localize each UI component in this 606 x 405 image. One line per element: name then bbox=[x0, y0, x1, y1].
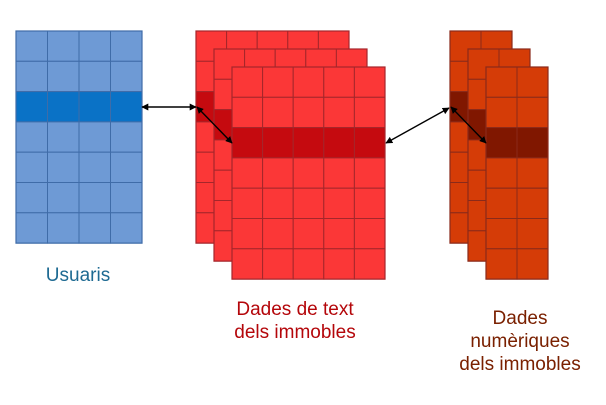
text-data-sheet-3-cell bbox=[323, 96, 355, 129]
text-data-sheet-3-cell bbox=[262, 66, 294, 98]
text-data-sheet-3-cell bbox=[323, 248, 355, 280]
text-data-sheet-3-cell bbox=[323, 187, 355, 219]
numeric-data-sheet-3-cell bbox=[516, 187, 549, 219]
numeric-data-sheet-3-cell bbox=[485, 127, 518, 159]
numeric-data-sheet-3-cell bbox=[516, 127, 549, 159]
text-data-sheet-3-cell bbox=[353, 66, 386, 98]
users-table-cell bbox=[78, 151, 111, 183]
users-table-cell bbox=[78, 91, 111, 123]
numeric-data-sheet-3-cell bbox=[485, 187, 518, 219]
text-data-sheet-3-cell bbox=[231, 157, 264, 189]
text-data-sheet-3-cell bbox=[323, 66, 355, 98]
text-data-sheet-3-cell bbox=[292, 66, 325, 98]
grids-layer bbox=[15, 30, 549, 280]
numeric-data-sheet-3-cell bbox=[516, 248, 549, 280]
numeric-data-sheet-3-cell bbox=[485, 157, 518, 189]
numeric-data-sheet-3-border bbox=[485, 66, 549, 280]
users-table-cell bbox=[47, 60, 80, 93]
users-table-cell bbox=[110, 60, 143, 93]
numeric-data-sheet-3-cell bbox=[485, 248, 518, 280]
users-table-cell bbox=[47, 151, 80, 183]
text-data-sheet-3-cell bbox=[292, 157, 325, 189]
numeric-data-sheet-3-cell bbox=[485, 96, 518, 129]
users-table-cell bbox=[110, 121, 143, 153]
users-table-cell bbox=[47, 182, 80, 214]
arrows-layer bbox=[141, 103, 487, 144]
text-data-sheet-3-cell bbox=[292, 218, 325, 250]
text-data-sheet-3-cell bbox=[323, 157, 355, 189]
users-label: Usuaris bbox=[45, 265, 111, 286]
users-table-cell bbox=[78, 60, 111, 93]
text-data-sheet-3-cell bbox=[353, 218, 386, 250]
users-table-cell bbox=[15, 182, 48, 214]
numeric-data-sheet-3-cell bbox=[516, 66, 549, 98]
text-data-sheet-3-cell bbox=[262, 187, 294, 219]
text-data-sheet-3-cell bbox=[262, 218, 294, 250]
users-table-border bbox=[15, 30, 143, 244]
text-data-sheet-3-cell bbox=[353, 127, 386, 159]
users-table-cell bbox=[78, 121, 111, 153]
users-table-cell bbox=[110, 182, 143, 214]
users-table-cell bbox=[47, 121, 80, 153]
text-data-sheet-3-cell bbox=[353, 157, 386, 189]
text-data-sheet-3-cell bbox=[231, 127, 264, 159]
text-data-sheet-3-cell bbox=[292, 96, 325, 129]
numeric-data-sheet-3 bbox=[485, 66, 549, 280]
numeric-data-sheet-3-cell bbox=[485, 66, 518, 98]
users-table-cell bbox=[78, 212, 111, 244]
text-data-sheet-3-cell bbox=[323, 218, 355, 250]
text-data-sheet-3-cell bbox=[353, 96, 386, 129]
text-data-label: Dades de text dels immobles bbox=[234, 299, 356, 343]
text-data-sheet-3-cell bbox=[231, 248, 264, 280]
users-table-cell bbox=[110, 30, 143, 62]
text-data-sheet-3-cell bbox=[231, 66, 264, 98]
users-table-cell bbox=[15, 212, 48, 244]
text-data-sheet-3-cell bbox=[292, 127, 325, 159]
users-table-cell bbox=[47, 91, 80, 123]
numeric-inner-arrow bbox=[450, 106, 487, 144]
users-table-cell bbox=[78, 30, 111, 62]
users-table bbox=[15, 30, 143, 244]
users-table-cell bbox=[15, 121, 48, 153]
users-table-cell bbox=[110, 91, 143, 123]
numeric-data-sheet-3-cell bbox=[516, 96, 549, 129]
text-data-sheet-3-cell bbox=[231, 187, 264, 219]
numeric-data-label: Dades numèriques dels immobles bbox=[459, 308, 581, 375]
users-table-cell bbox=[78, 182, 111, 214]
users-table-cell bbox=[47, 212, 80, 244]
numeric-data-sheet-3-cell bbox=[516, 157, 549, 189]
text-data-sheet-3-cell bbox=[353, 187, 386, 219]
text-inner-arrow bbox=[196, 106, 233, 144]
text-data-sheet-3-cell bbox=[231, 96, 264, 129]
text-data-sheet-3-cell bbox=[292, 248, 325, 280]
users-table-cell bbox=[110, 212, 143, 244]
users-table-cell bbox=[47, 30, 80, 62]
users-table-cell bbox=[15, 91, 48, 123]
text-data-sheet-3-cell bbox=[353, 248, 386, 280]
users-table-cell bbox=[15, 60, 48, 93]
text-data-sheet-3-cell bbox=[323, 127, 355, 159]
text-data-sheet-3-cell bbox=[262, 248, 294, 280]
text-data-sheet-3-cell bbox=[231, 218, 264, 250]
users-table-cell bbox=[110, 151, 143, 183]
text-data-sheet-3-cell bbox=[262, 96, 294, 129]
numeric-data-sheet-3-cell bbox=[516, 218, 549, 250]
text-data-sheet-3-cell bbox=[292, 187, 325, 219]
users-table-cell bbox=[15, 151, 48, 183]
numeric-data-sheet-3-cell bbox=[485, 218, 518, 250]
text-data-sheet-3-cell bbox=[262, 157, 294, 189]
text-data-sheet-3-cell bbox=[262, 127, 294, 159]
text-data-sheet-3 bbox=[231, 66, 386, 280]
text-numeric-arrow bbox=[385, 107, 450, 144]
text-data-sheet-3-border bbox=[231, 66, 386, 280]
users-table-cell bbox=[15, 30, 48, 62]
